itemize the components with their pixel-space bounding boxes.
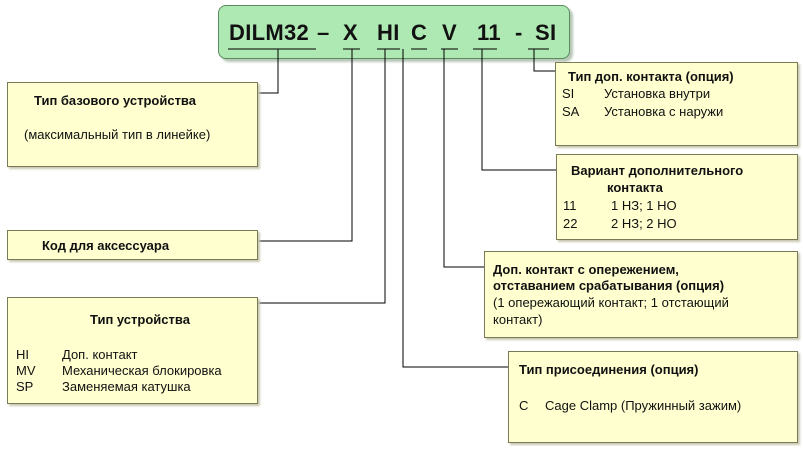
connector-accessory [258,49,353,242]
accessory-title: Код для аксессуара [42,238,170,253]
aux-variant-text-22: 2 НЗ; 2 НО [611,216,677,231]
aux-type-text-si: Установка внутри [604,86,711,101]
device-type-title: Тип устройства [90,312,190,327]
device-type-text-hi: Доп. контакт [62,347,138,362]
device-type-text-mv: Механическая блокировка [62,363,222,378]
aux-type-text-sa: Установка с наружи [604,104,724,119]
lead-lag-title-line2: отставанием срабатывания (опция) [493,278,725,293]
accessory-box: Код для аксессуара [7,230,258,260]
code-dash-1: – [317,20,330,45]
connection-item-code: C [519,398,529,413]
aux-contact-type-box: Тип доп. контакта (опция) SI Установка в… [555,62,798,146]
connector-aux-type [533,49,555,72]
order-code-box: DILM32 – X HI C V 11 - SI [218,5,570,59]
aux-type-code-sa: SA [562,104,580,119]
device-type-code-sp: SP [16,379,34,394]
aux-contact-type-title: Тип доп. контакта (опция) [568,69,734,84]
aux-variant-box: Вариант дополнительного контакта 11 1 НЗ… [556,154,798,240]
code-x: X [343,20,358,45]
base-type-note: (максимальный тип в линейке) [24,127,211,142]
device-type-text-sp: Заменяемая катушка [62,379,191,394]
base-type-title: Тип базового устройства [34,93,196,108]
code-hi: HI [377,20,400,45]
aux-type-code-si: SI [562,86,575,101]
base-type-box: Тип базового устройства (максимальный ти… [7,82,258,167]
code-v: V [442,20,457,45]
connection-box: Тип присоединения (опция) C Cage Clamp (… [508,351,798,443]
aux-variant-title-line1: Вариант дополнительного [571,163,744,178]
connector-device-type [258,49,386,304]
aux-variant-code-11: 11 [563,198,577,213]
connection-title: Тип присоединения (опция) [519,362,699,377]
lead-lag-title-line1: Доп. контакт с опережением, [493,262,679,277]
code-si: SI [535,20,557,45]
aux-variant-title-line2: контакта [607,180,663,195]
code-num: 11 [477,20,501,45]
lead-lag-box: Доп. контакт с опережением, отставанием … [484,251,798,338]
lead-lag-note-line1: (1 опережающий контакт; 1 отстающий [493,295,729,310]
connector-connection [402,49,508,368]
lead-lag-note-line2: контакт) [493,312,543,327]
connector-base-type [258,49,279,94]
connector-lead-lag [443,49,484,268]
connector-aux-variant [481,49,556,171]
code-base: DILM32 [229,20,310,45]
device-type-code-mv: MV [16,363,36,378]
aux-variant-code-22: 22 [563,216,578,231]
connection-item-text: Cage Clamp (Пружинный зажим) [545,398,742,413]
device-type-box: Тип устройства HI Доп. контакт MV Механи… [7,297,258,404]
aux-variant-text-11: 1 НЗ; 1 НО [611,198,677,213]
code-c: C [411,20,428,45]
code-dash-2: - [515,20,523,45]
device-type-code-hi: HI [16,347,29,362]
